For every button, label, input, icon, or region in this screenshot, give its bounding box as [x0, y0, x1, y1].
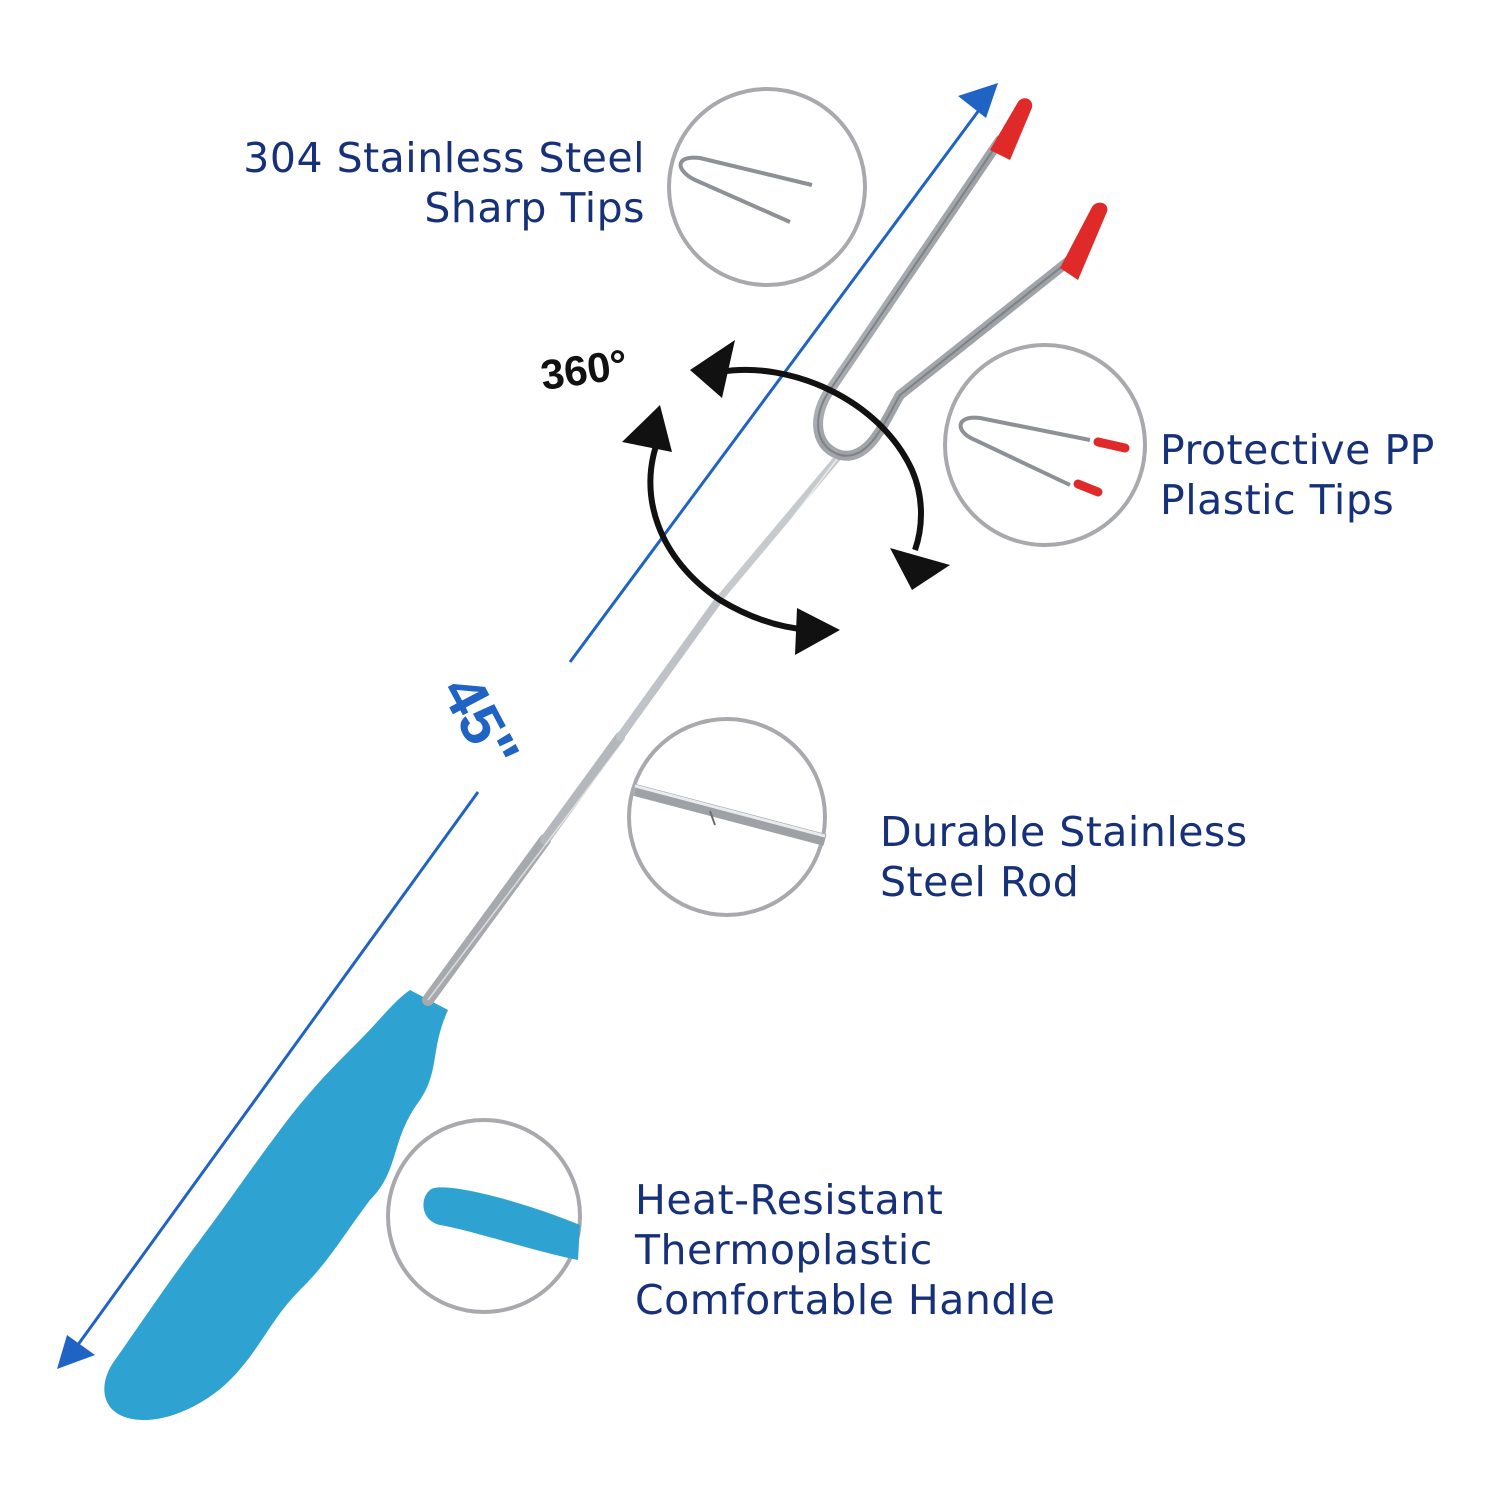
steel-rod [422, 451, 844, 1006]
callout-handle: Heat-Resistant Thermoplastic Comfortable… [635, 1175, 1055, 1325]
callout-sharp-tips-line2: Sharp Tips [424, 184, 645, 232]
red-caps-zoom-icon [943, 343, 1147, 547]
callout-steel-rod: Durable Stainless Steel Rod [880, 807, 1248, 907]
length-label: 45" [429, 665, 533, 781]
rotation-arrow-head-4-icon [795, 608, 840, 655]
rotation-label: 360° [538, 340, 631, 399]
rotation-arrow-head-1-icon [690, 340, 735, 398]
rotation-arrows [622, 340, 950, 655]
fork-tips-zoom-icon [667, 87, 867, 287]
callout-steel-rod-line2: Steel Rod [880, 858, 1080, 906]
callout-steel-rod-line1: Durable Stainless [880, 808, 1248, 856]
callout-sharp-tips-line1: 304 Stainless Steel [243, 134, 645, 182]
callout-plastic-tips: Protective PP Plastic Tips [1160, 425, 1435, 525]
handle [104, 990, 449, 1421]
red-tips [990, 98, 1108, 280]
callout-handle-line1: Heat-Resistant [635, 1176, 944, 1224]
arrow-head-bottom-icon [57, 1335, 95, 1369]
callout-handle-line2: Thermoplastic [635, 1226, 933, 1274]
arrow-head-top-icon [958, 83, 998, 118]
callout-plastic-tips-line1: Protective PP [1160, 426, 1435, 474]
rotation-arrow-head-3-icon [622, 405, 672, 452]
handle-zoom-icon [386, 1118, 582, 1314]
rotation-arrow-head-2-icon [890, 548, 950, 590]
callout-handle-line3: Comfortable Handle [635, 1276, 1056, 1324]
dimension-line [57, 83, 998, 1369]
rod-zoom-icon [627, 717, 827, 917]
callout-plastic-tips-line2: Plastic Tips [1160, 476, 1395, 524]
callout-sharp-tips: 304 Stainless Steel Sharp Tips [190, 133, 645, 233]
